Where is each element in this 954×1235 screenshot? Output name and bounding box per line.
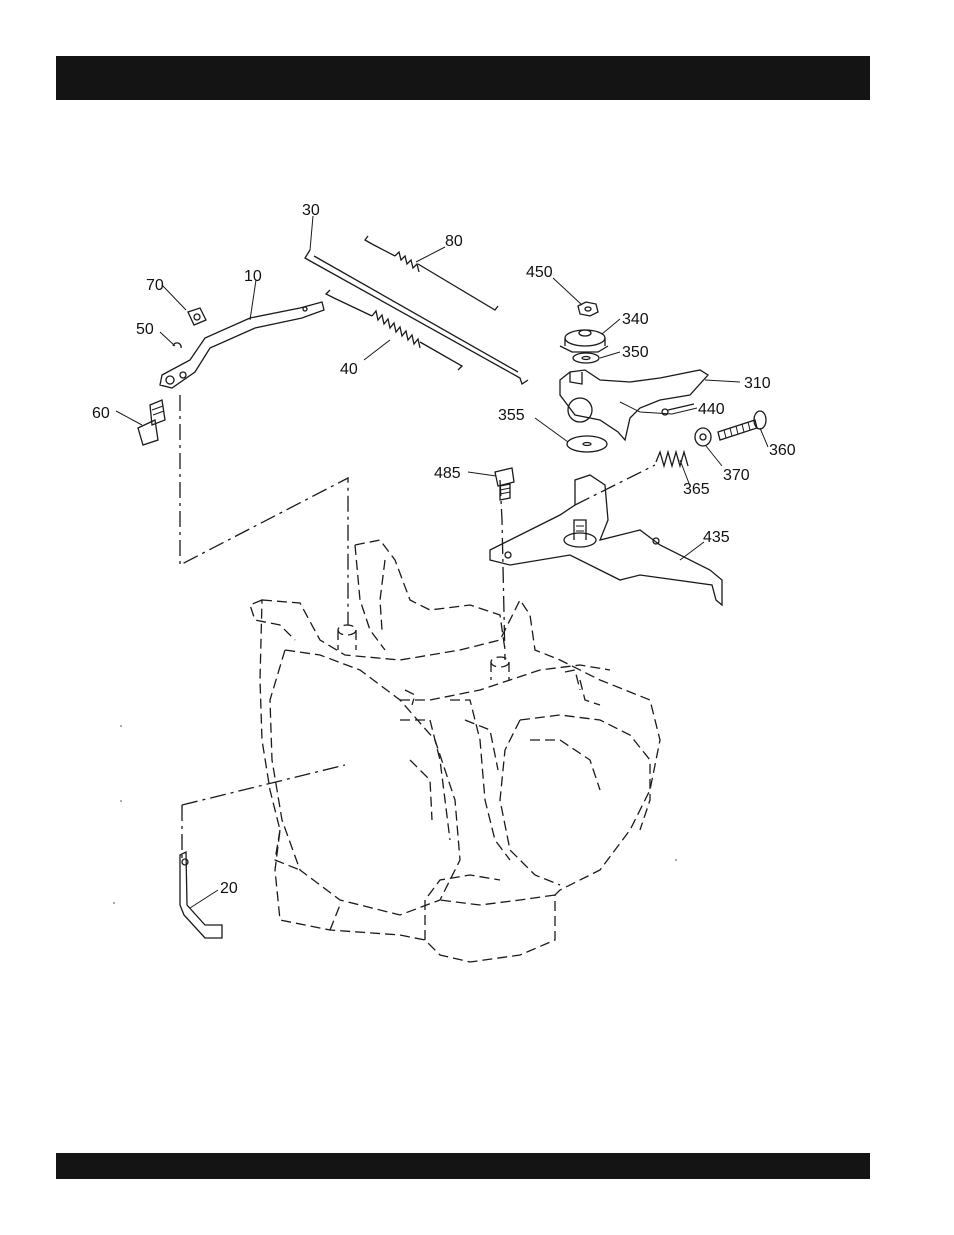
- callout-10: 10: [244, 268, 262, 285]
- callout-355: 355: [498, 407, 525, 424]
- callout-labels: 30 80 450 70 10 50 340 350 40 310 60 440…: [92, 202, 796, 897]
- callout-440: 440: [698, 401, 725, 418]
- scan-specks: [113, 725, 677, 904]
- callout-365: 365: [683, 481, 710, 498]
- callout-70: 70: [146, 277, 164, 294]
- callout-310: 310: [744, 375, 771, 392]
- spring-80: [365, 236, 498, 310]
- callout-20: 20: [220, 880, 238, 897]
- callout-485: 485: [434, 465, 461, 482]
- throttle-lever-10: [160, 302, 324, 388]
- callout-40: 40: [340, 361, 358, 378]
- bolt-485: [495, 468, 514, 500]
- callout-435: 435: [703, 529, 730, 546]
- assembly-lines: [180, 395, 655, 860]
- nut-370: [695, 428, 711, 446]
- callout-450: 450: [526, 264, 553, 281]
- callout-80: 80: [445, 233, 463, 250]
- governor-rod-30: [305, 250, 528, 384]
- spring-365: [656, 452, 688, 466]
- governor-shaft-20: [180, 852, 222, 938]
- callout-50: 50: [136, 321, 154, 338]
- leader-lines: [116, 216, 768, 908]
- callout-340: 340: [622, 311, 649, 328]
- callout-360: 360: [769, 442, 796, 459]
- washer-350: [573, 353, 599, 363]
- screw-360: [718, 411, 766, 440]
- engine-block: [250, 540, 660, 962]
- part-340: [560, 330, 608, 352]
- control-lever-310: [560, 370, 708, 440]
- bolt-60: [138, 400, 165, 445]
- washer-355: [567, 436, 607, 452]
- callout-370: 370: [723, 467, 750, 484]
- callout-60: 60: [92, 405, 110, 422]
- callout-350: 350: [622, 344, 649, 361]
- nut-70: [188, 308, 206, 325]
- callout-30: 30: [302, 202, 320, 219]
